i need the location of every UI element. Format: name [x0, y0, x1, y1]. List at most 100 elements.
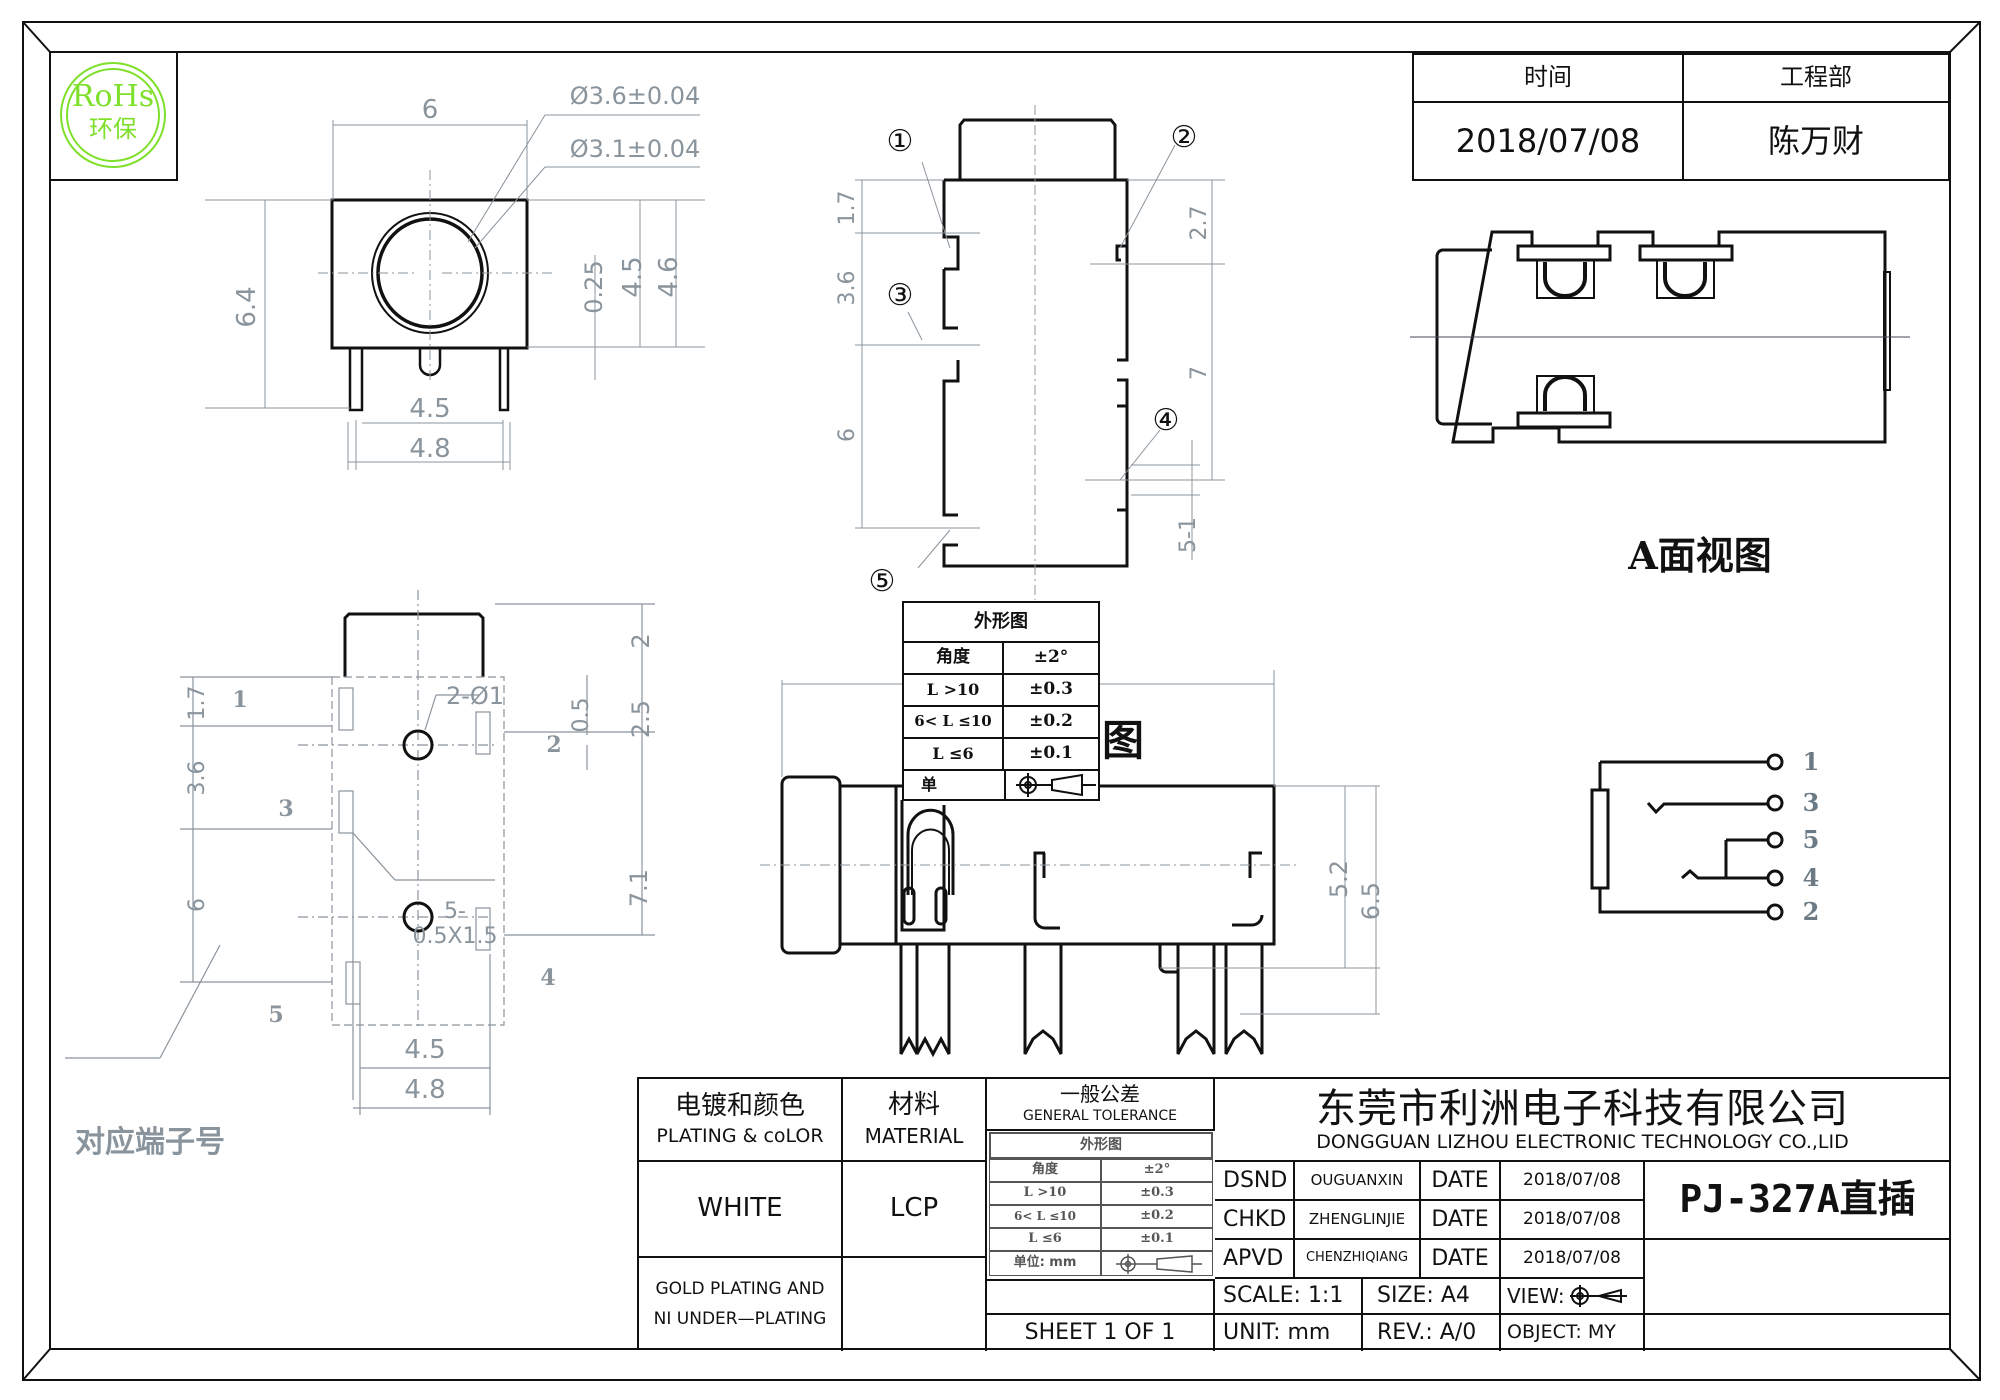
tol-row-label: 6< L ≤10	[989, 1205, 1101, 1228]
signoff-date: 2018/07/08	[1501, 1240, 1645, 1279]
tol-row-value: ±0.2	[1101, 1205, 1213, 1228]
signoff-name: CHENZHIQIANG	[1295, 1240, 1421, 1279]
overlay-divider	[1004, 771, 1006, 799]
pin-marker-1: ①	[886, 123, 914, 159]
dim-side-6: 6	[835, 428, 861, 442]
overlay-row-value: ±0.2	[1004, 707, 1098, 739]
scale-value: SCALE: 1:1	[1215, 1279, 1363, 1315]
part-number: PJ-327A直插	[1645, 1162, 1950, 1240]
size-value: SIZE: A4	[1363, 1279, 1501, 1315]
side-view-top	[855, 105, 1225, 600]
frame-corner	[22, 1348, 51, 1381]
fp-pin-3: 3	[278, 796, 294, 823]
dim-fp-0-5: 0.5	[569, 697, 595, 733]
schematic-pin-4: 4	[1802, 863, 1820, 893]
signoff-date-label: DATE	[1421, 1240, 1501, 1279]
schematic-pin-1: 1	[1802, 747, 1820, 777]
tol-projection-icon	[1101, 1251, 1213, 1276]
plating-value: GOLD PLATING AND NI UNDER—PLATING	[639, 1258, 843, 1351]
projection-symbol-icon	[1016, 773, 1096, 797]
dim-fp-3-6: 3.6	[185, 760, 211, 796]
signoff-table: DSND OUGUANXIN DATE 2018/07/08 CHKD ZHEN…	[1215, 1162, 1655, 1279]
tol-unit: 单位: mm	[989, 1251, 1101, 1276]
pin-marker-2: ②	[1170, 119, 1198, 155]
plating-header-en: PLATING & coLOR	[656, 1124, 824, 1147]
plating-header: 电镀和颜色 PLATING & coLOR	[639, 1079, 843, 1162]
slot-note: 5-0.5X1.5	[412, 898, 498, 949]
dim-side-5-1: 5-1	[1176, 517, 1202, 553]
material-value: LCP	[843, 1162, 987, 1258]
dim-bottom-6-5: 6.5	[1357, 881, 1386, 921]
plating-header-cn: 电镀和颜色	[674, 1090, 805, 1121]
signoff-date: 2018/07/08	[1501, 1162, 1645, 1201]
title-block: 电镀和颜色 PLATING & coLOR WHITE GOLD PLATING…	[637, 1077, 1950, 1351]
dim-side-7: 7	[1187, 366, 1213, 380]
tolerance-blank	[987, 1279, 1215, 1315]
view-label: VIEW:	[1507, 1283, 1565, 1308]
dim-body-height-a: 4.5	[618, 256, 649, 298]
dim-fp-1-7: 1.7	[185, 685, 211, 721]
header-table: 时间 工程部 2018/07/08 陈万财	[1412, 53, 1950, 181]
dim-fp-4-5: 4.5	[404, 1035, 446, 1066]
tolerance-header: 一般公差 GENERAL TOLERANCE	[987, 1079, 1215, 1131]
hole-note: 2-Ø1	[445, 682, 505, 711]
overlay-row-label: 角度	[904, 643, 1004, 675]
dim-side-1-7: 1.7	[835, 190, 861, 226]
fp-pin-1: 1	[232, 687, 248, 714]
plating-value-line2: NI UNDER—PLATING	[653, 1308, 827, 1329]
outer-frame	[22, 21, 1981, 1381]
overlay-row-value: ±2°	[1004, 643, 1098, 675]
header-date-value: 2018/07/08	[1414, 103, 1684, 179]
footprint-view	[65, 590, 655, 1115]
sheet-number: SHEET 1 OF 1	[987, 1315, 1215, 1351]
front-view	[205, 114, 705, 470]
tol-row-value: ±2°	[1101, 1159, 1213, 1182]
a-view	[1410, 230, 1910, 444]
dim-fp-4-8: 4.8	[404, 1075, 446, 1106]
tolerance-overlay: 外形图 角度 ±2° L >10 ±0.3 6< L ≤10 ±0.2 L ≤6…	[902, 601, 1100, 801]
fp-pin-4: 4	[540, 965, 556, 992]
overlay-unit-label: 单	[920, 774, 937, 794]
rev-value: REV.: A/0	[1363, 1315, 1501, 1351]
company-name-en: DONGGUAN LIZHOU ELECTRONIC TECHNOLOGY CO…	[1316, 1130, 1849, 1153]
header-time-label: 时间	[1414, 55, 1684, 103]
company-name-cn: 东莞市利洲电子科技有限公司	[1316, 1085, 1849, 1132]
dim-inner-diameter: Ø3.1±0.04	[569, 135, 701, 164]
tol-row-label: L ≤6	[989, 1228, 1101, 1251]
schematic	[1590, 753, 1784, 921]
signoff-role: APVD	[1215, 1240, 1295, 1279]
header-dept-label: 工程部	[1684, 55, 1948, 103]
dim-fp-7-1: 7.1	[625, 868, 654, 908]
dim-pin-pitch: 4.5	[409, 394, 451, 425]
overlay-row-value: ±0.1	[1004, 739, 1098, 771]
frame-corner	[22, 21, 51, 53]
signoff-date-label: DATE	[1421, 1162, 1501, 1201]
signoff-role: CHKD	[1215, 1201, 1295, 1240]
dim-bottom-5-2: 5.2	[1325, 859, 1354, 899]
dim-side-3-6: 3.6	[835, 270, 861, 306]
part-blank-1	[1645, 1240, 1950, 1315]
pin-marker-4: ④	[1152, 402, 1180, 438]
overlay-row-label: L ≤6	[904, 739, 1004, 771]
signoff-date: 2018/07/08	[1501, 1201, 1645, 1240]
tolerance-header-en: GENERAL TOLERANCE	[1022, 1108, 1178, 1125]
dim-outer-diameter: Ø3.6±0.04	[569, 82, 701, 111]
schematic-pin-5: 5	[1802, 825, 1820, 855]
a-view-caption: A面视图	[1628, 533, 1772, 579]
side-view-bottom	[760, 670, 1380, 1058]
material-header: 材料 MATERIAL	[843, 1079, 987, 1162]
tol-row-label: 角度	[989, 1159, 1101, 1182]
dim-side-2-7: 2.7	[1187, 205, 1213, 241]
signoff-role: DSND	[1215, 1162, 1295, 1201]
rohs-box	[49, 51, 178, 181]
dim-front-width: 6	[421, 95, 439, 126]
frame-corner	[1949, 21, 1981, 53]
overlay-title: 外形图	[904, 603, 1098, 643]
material-blank	[843, 1258, 987, 1351]
unit-value: UNIT: mm	[1215, 1315, 1363, 1351]
dim-pin-span: 4.8	[409, 434, 451, 465]
material-header-cn: 材料	[887, 1090, 940, 1121]
dim-fp-2: 2	[627, 633, 656, 649]
pin-marker-3: ③	[886, 277, 914, 313]
